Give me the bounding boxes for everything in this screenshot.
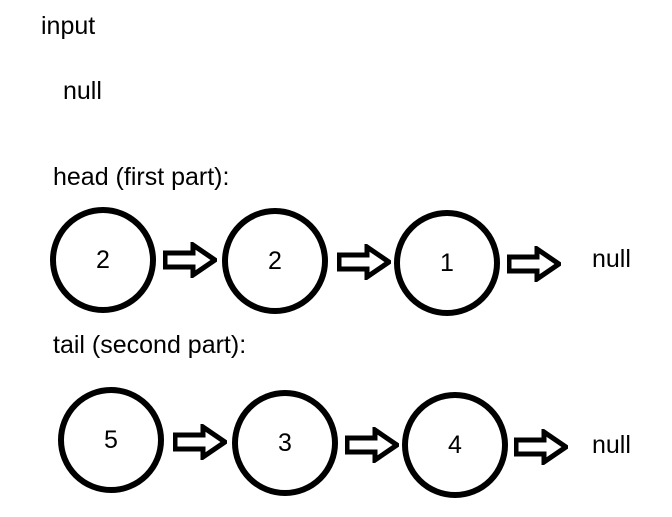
tail-section-label: tail (second part): [53,331,247,359]
list-node: 2 [222,208,328,314]
node-value: 3 [278,428,292,457]
node-value: 5 [104,425,118,454]
arrow-right-icon [514,429,568,465]
arrow-right-icon [173,424,227,460]
node-value: 2 [96,245,110,274]
list-node: 4 [402,392,508,498]
arrow-right-icon [345,427,399,463]
node-value: 1 [440,248,454,277]
node-value: 4 [448,430,462,459]
head-section-label: head (first part): [53,163,230,191]
list-node: 3 [232,390,338,496]
arrow-right-icon [507,246,561,282]
input-value-null: null [63,77,102,105]
list-node: 1 [394,210,500,316]
input-label: input [41,12,96,40]
head-list-terminator-null: null [592,245,631,273]
tail-list-terminator-null: null [592,431,631,459]
arrow-right-icon [337,244,391,280]
list-node: 2 [50,207,156,313]
arrow-right-icon [163,242,217,278]
node-value: 2 [268,246,282,275]
list-node: 5 [58,387,164,493]
